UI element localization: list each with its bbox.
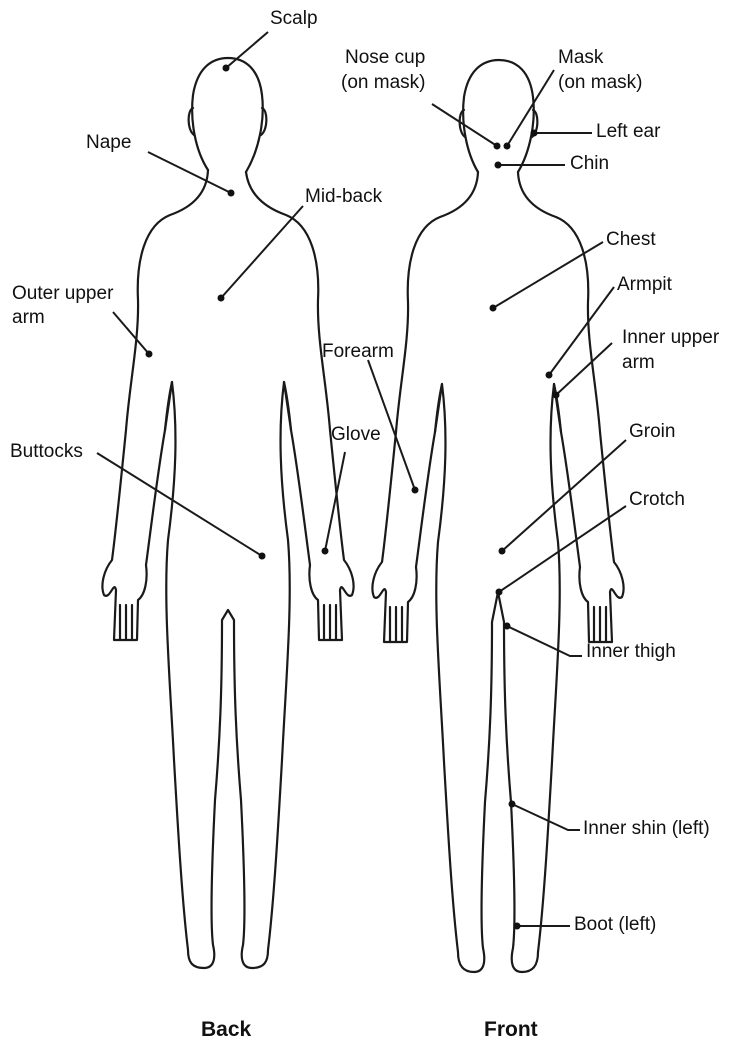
label-buttocks: Buttocks [10,441,83,463]
label-glove: Glove [331,424,381,446]
label-mask-line1: Mask [558,47,603,69]
label-nape: Nape [86,132,131,154]
label-mask-line2: (on mask) [558,72,642,94]
label-inner-upper-arm-line2: arm [622,352,655,374]
label-inner-thigh: Inner thigh [586,641,676,663]
label-chest: Chest [606,229,656,251]
label-nose-cup-line1: Nose cup [345,47,425,69]
label-mid-back: Mid-back [305,186,382,208]
label-nose-cup-line2: (on mask) [341,72,425,94]
front-head-outline [463,60,534,172]
back-head-outline [192,58,263,172]
label-crotch: Crotch [629,489,685,511]
label-scalp: Scalp [270,8,318,30]
label-groin: Groin [629,421,675,443]
label-boot-left: Boot (left) [574,914,656,936]
label-chin: Chin [570,153,609,175]
label-inner-upper-arm-line1: Inner upper [622,327,719,349]
label-inner-shin-left: Inner shin (left) [583,818,710,840]
front-body-outline [372,172,623,972]
view-label-front: Front [484,1018,538,1042]
label-outer-upper-arm-line1: Outer upper [12,283,113,305]
view-label-back: Back [201,1018,251,1042]
label-left-ear: Left ear [596,121,660,143]
label-outer-upper-arm-line2: arm [12,307,45,329]
label-armpit: Armpit [617,274,672,296]
label-forearm: Forearm [322,341,394,363]
